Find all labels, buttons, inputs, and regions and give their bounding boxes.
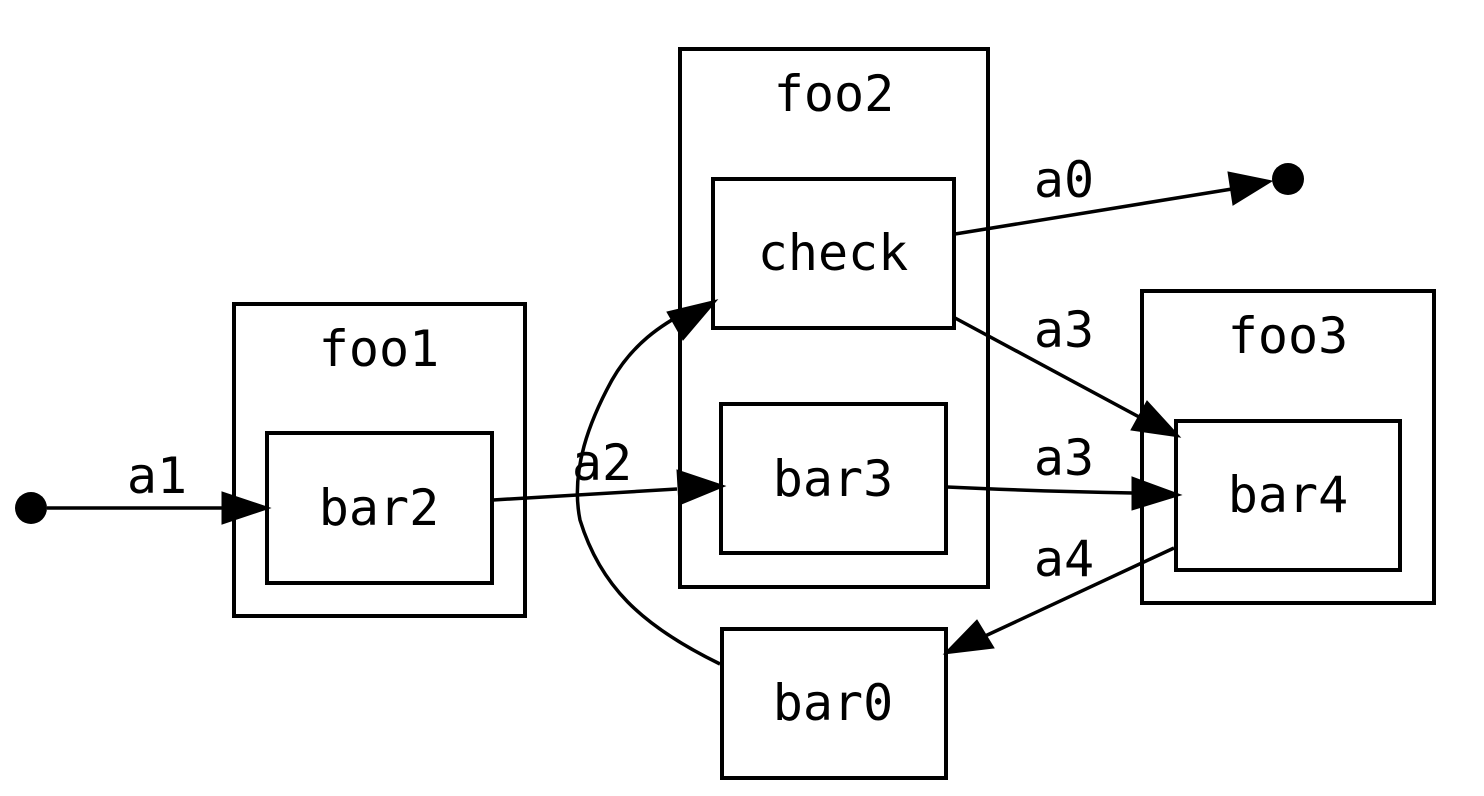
cluster-foo3-label: foo3: [1228, 307, 1348, 365]
node-bar2-label: bar2: [319, 479, 439, 537]
cluster-foo3-frame: [1140, 289, 1436, 605]
node-bar0-box[interactable]: [720, 627, 948, 780]
edge-bar0-check-line[interactable]: [575, 308, 721, 666]
cluster-foo2-label: foo2: [774, 65, 894, 123]
cluster-foo1-label: foo1: [319, 320, 439, 378]
node-bar3[interactable]: bar3: [719, 402, 948, 555]
edge-a4-label: a4: [1034, 530, 1094, 588]
edge-a3-check-bar4-line[interactable]: [954, 316, 1142, 420]
edge-a0-line[interactable]: [954, 187, 1233, 236]
edge-bar0-check[interactable]: [575, 299, 721, 666]
node-bar0[interactable]: bar0: [720, 627, 948, 780]
edge-a3-check-bar4[interactable]: a3: [954, 301, 1182, 438]
edge-a1-arrowhead: [221, 491, 272, 525]
edge-a3-bar3-bar4[interactable]: a3: [946, 429, 1183, 511]
edge-a1-label: a1: [127, 447, 187, 505]
edge-a3-check-bar4-arrowhead: [1130, 400, 1182, 438]
node-bar2[interactable]: bar2: [265, 431, 494, 585]
cluster-foo1-frame: [232, 302, 527, 618]
edge-a0-label: a0: [1034, 151, 1094, 209]
edge-a2[interactable]: a2: [492, 434, 727, 506]
edge-a4-arrowhead: [942, 619, 995, 655]
edge-a3-bar3-bar4-label: a3: [1034, 429, 1094, 487]
start-point[interactable]: [15, 492, 47, 524]
node-bar4[interactable]: bar4: [1174, 419, 1402, 572]
cluster-foo2: foo2: [678, 47, 990, 589]
node-bar3-box[interactable]: [719, 402, 948, 555]
node-bar3-label: bar3: [773, 450, 893, 508]
edge-a4-line[interactable]: [982, 546, 1175, 639]
node-bar4-label: bar4: [1228, 466, 1348, 524]
node-bar0-label: bar0: [773, 674, 893, 732]
cluster-foo1: foo1: [232, 302, 527, 618]
edge-a2-arrowhead: [676, 469, 727, 506]
end-point[interactable]: [1272, 163, 1304, 195]
edge-a3-bar3-bar4-arrowhead: [1131, 476, 1183, 511]
edge-a0[interactable]: a0: [954, 151, 1274, 236]
node-check[interactable]: check: [711, 177, 956, 330]
edge-a0-arrowhead: [1227, 171, 1274, 206]
edge-a1[interactable]: a1: [47, 447, 272, 525]
edge-a3-bar3-bar4-line[interactable]: [946, 485, 1134, 495]
edge-a4[interactable]: a4: [942, 530, 1175, 655]
node-check-label: check: [758, 224, 909, 282]
edge-a2-line[interactable]: [492, 487, 678, 502]
edge-a3-check-bar4-label: a3: [1034, 301, 1094, 359]
cluster-foo3: foo3: [1140, 289, 1436, 605]
edge-bar0-check-arrowhead: [666, 299, 719, 341]
node-check-box[interactable]: [711, 177, 956, 330]
